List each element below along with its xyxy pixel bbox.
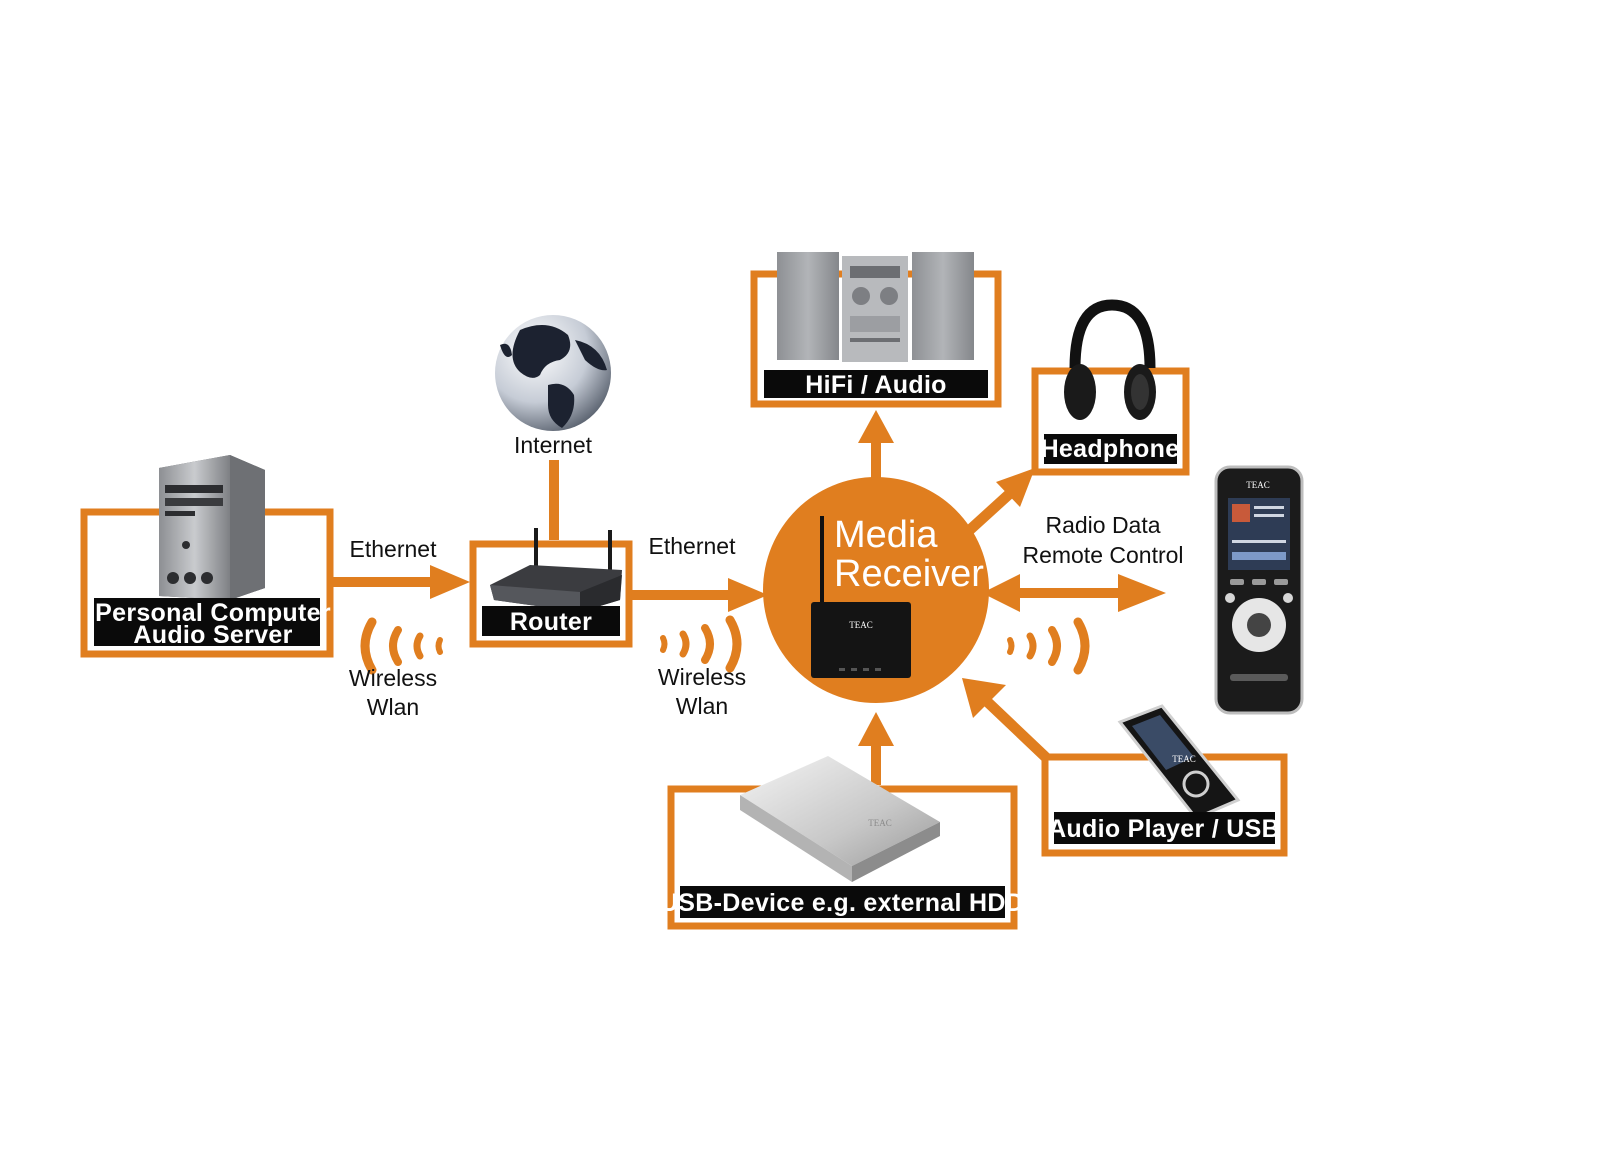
pc-router-wireless-label-2: Wlan: [367, 694, 419, 720]
receiver-hifi-line: [871, 438, 881, 490]
player-brand: TEAC: [1172, 754, 1196, 764]
headphone-node[interactable]: Headphone: [1031, 299, 1190, 476]
remote-label-line1: Radio Data: [1045, 512, 1160, 538]
router-receiver-wireless-label-2: Wlan: [676, 693, 728, 719]
router-receiver-ethernet-label: Ethernet: [649, 533, 737, 559]
hdd-brand: TEAC: [868, 818, 892, 828]
hifi-node[interactable]: HiFi / Audio: [750, 252, 1002, 408]
usb-receiver-arrowhead: [858, 712, 894, 746]
router-receiver-line: [628, 590, 733, 600]
desktop-tower-icon: [159, 455, 265, 600]
wireless-waves-receiver-remote: [1007, 617, 1090, 675]
audio-player-label-bg: [1054, 812, 1275, 844]
pc-router-line: [330, 577, 435, 587]
receiver-hifi-arrowhead: [858, 410, 894, 443]
usb-device-label-bg: [680, 886, 1005, 918]
pc-node[interactable]: Personal Computer Audio Server: [80, 455, 334, 658]
remote-node[interactable]: TEAC: [1214, 465, 1304, 715]
remote-control-icon: TEAC: [1214, 465, 1304, 715]
media-receiver-node[interactable]: Media Receiver TEAC: [763, 477, 989, 703]
wireless-waves-router-receiver: [660, 615, 742, 673]
router-receiver-wireless-label-1: Wireless: [658, 664, 746, 690]
usb-receiver-line: [871, 740, 881, 785]
headphone-label-bg: [1044, 434, 1177, 464]
headphone-frame: [1031, 367, 1190, 476]
media-receiver-label-line2: Receiver: [834, 553, 984, 595]
router-label: Router: [510, 608, 592, 636]
router-internet-line: [549, 460, 559, 540]
connectors: [330, 410, 1166, 785]
router-label-bg: [482, 606, 620, 636]
router-receiver-arrowhead: [728, 578, 768, 612]
hifi-label: HiFi / Audio: [805, 371, 947, 399]
receiver-remote-arrowhead-right: [1118, 574, 1166, 612]
internet-label: Internet: [514, 432, 593, 458]
pc-router-wireless-label-1: Wireless: [349, 665, 437, 691]
pc-router-ethernet-label: Ethernet: [350, 536, 438, 562]
external-hdd-icon: TEAC: [740, 756, 940, 882]
player-receiver-line: [983, 697, 1050, 762]
remote-label-line2: Remote Control: [1022, 542, 1183, 568]
pc-label-bg: [94, 598, 320, 646]
router-icon: [490, 528, 622, 612]
receiver-remote-arrowhead-left: [982, 574, 1020, 612]
audio-player-node[interactable]: TEAC Audio Player / USB: [1041, 704, 1288, 857]
headphones-icon: [1064, 299, 1156, 420]
wireless-waves-pc-router: [360, 617, 443, 675]
pc-label-line1: Personal Computer: [95, 599, 331, 627]
hifi-label-bg: [764, 370, 988, 398]
remote-brand: TEAC: [1246, 480, 1270, 490]
pc-router-arrowhead: [430, 565, 470, 599]
receiver-headphone-arrowhead: [996, 468, 1035, 507]
router-node[interactable]: Router: [469, 528, 633, 648]
usb-device-node[interactable]: TEAC USB-Device e.g. external HDD: [660, 756, 1024, 930]
headphone-label: Headphone: [1041, 435, 1180, 463]
globe-icon: [495, 315, 611, 431]
usb-device-label: USB-Device e.g. external HDD: [660, 889, 1024, 917]
internet-node[interactable]: Internet: [495, 315, 611, 458]
receiver-brand: TEAC: [849, 620, 873, 630]
receiver-headphone-line: [964, 488, 1015, 536]
stereo-system-icon: [777, 252, 974, 362]
pc-label-line2: Audio Server: [133, 621, 292, 649]
player-receiver-arrowhead: [962, 678, 1006, 718]
portable-player-icon: TEAC: [1117, 704, 1241, 820]
audio-player-label: Audio Player / USB: [1048, 815, 1280, 843]
receiver-remote-line: [1010, 588, 1122, 598]
receiver-icon: TEAC: [811, 516, 911, 678]
media-receiver-label-line1: Media: [834, 514, 938, 556]
router-frame: [469, 540, 633, 648]
